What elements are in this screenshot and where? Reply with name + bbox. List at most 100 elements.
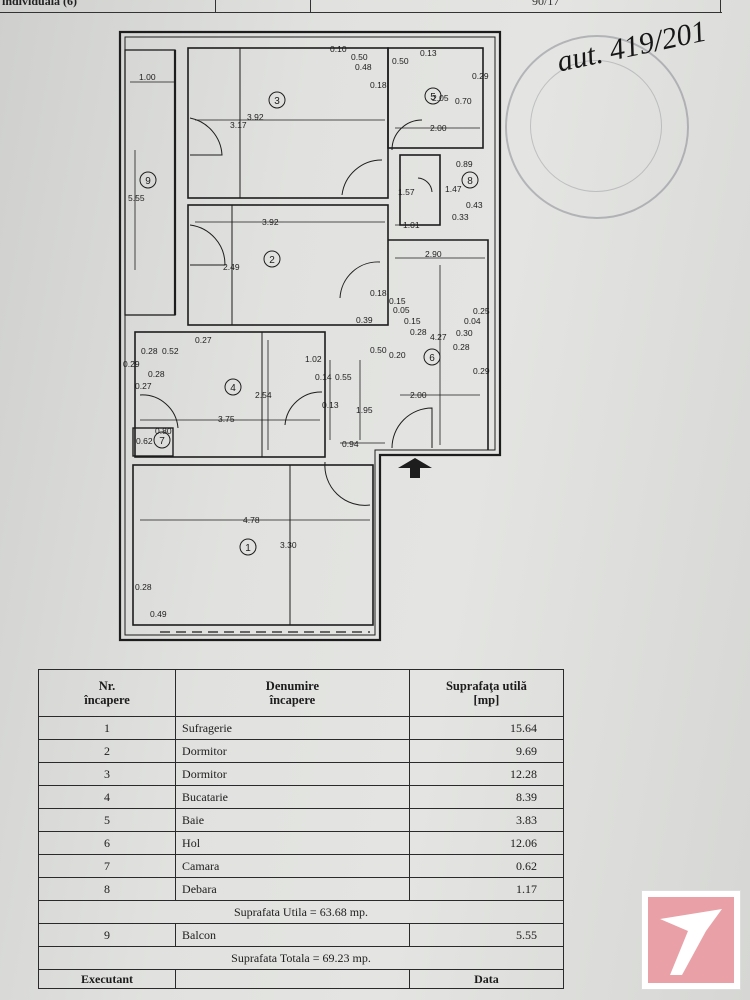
room-number-2: 2 <box>269 255 275 266</box>
dim-label: 4.27 <box>430 332 447 342</box>
dim-label: 0.62 <box>136 436 153 446</box>
dim-label: 0.10 <box>330 44 347 54</box>
dim-label: 0.50 <box>370 345 387 355</box>
dim-label: 1.95 <box>356 405 373 415</box>
dim-label: 0.18 <box>370 80 387 90</box>
door-arc <box>324 461 371 506</box>
room-number-9: 9 <box>145 176 151 187</box>
door-arc <box>139 394 179 429</box>
dim-label: 0.28 <box>141 346 158 356</box>
dim-label: 3.92 <box>247 112 264 122</box>
door-arc <box>341 159 383 196</box>
dim-label: 0.33 <box>452 212 469 222</box>
dim-label: 2.54 <box>255 390 272 400</box>
room-4-outline <box>134 331 326 458</box>
dim-label: 2.05 <box>432 93 449 103</box>
dim-label: 0.13 <box>420 48 437 58</box>
dim-label: 1.00 <box>139 72 156 82</box>
official-stamp <box>505 35 689 219</box>
top-form-strip: individuala (6) 90/17 <box>0 0 722 13</box>
dim-label: 0.05 <box>393 305 410 315</box>
dim-label: 0.39 <box>356 315 373 325</box>
dim-label: 0.15 <box>389 296 406 306</box>
dim-label: 3.75 <box>218 414 235 424</box>
dim-label: 3.92 <box>262 217 279 227</box>
door-arc <box>339 261 381 299</box>
door-arc <box>284 391 323 426</box>
dim-label: 2.90 <box>425 249 442 259</box>
dim-label: 4.78 <box>243 515 260 525</box>
dim-label: 0.27 <box>135 381 152 391</box>
dim-label: 0.29 <box>472 71 489 81</box>
signature-row: Executant Data <box>37 969 565 989</box>
total-area-row: Suprafata Totala = 69.23 mp. <box>38 946 564 970</box>
dim-label: 0.15 <box>404 316 421 326</box>
door-arc <box>391 119 423 151</box>
dim-label: 0.28 <box>148 369 165 379</box>
dim-label: 0.50 <box>392 56 409 66</box>
dim-label: 0.29 <box>473 366 490 376</box>
room-number-6: 6 <box>429 353 435 364</box>
room-number-3: 3 <box>274 96 280 107</box>
dim-label: 1.47 <box>445 184 462 194</box>
dim-label: 1.01 <box>403 220 420 230</box>
dim-label: 0.13 <box>322 400 339 410</box>
room-number-7: 7 <box>159 436 165 447</box>
dim-label: 1.02 <box>305 354 322 364</box>
dim-label: 3.17 <box>230 120 247 130</box>
room-number-8: 8 <box>467 176 473 187</box>
room-2-outline <box>187 204 389 326</box>
room-7-outline <box>132 427 174 457</box>
top-form-divider <box>215 0 216 12</box>
dim-label: 5.55 <box>128 193 145 203</box>
dim-label: 3.30 <box>280 540 297 550</box>
dim-label: 0.89 <box>456 159 473 169</box>
dim-label: 0.28 <box>410 327 427 337</box>
dim-label: 0.28 <box>453 342 470 352</box>
dim-label: 0.14 <box>315 372 332 382</box>
dim-label: 0.28 <box>135 582 152 592</box>
room-number-4: 4 <box>230 383 236 394</box>
hall-outline <box>388 239 489 450</box>
logo-mark-icon <box>648 897 734 983</box>
room-1-outline <box>132 464 374 626</box>
dim-label: 0.48 <box>355 62 372 72</box>
dim-label: 0.25 <box>473 306 490 316</box>
dim-label: 2.49 <box>223 262 240 272</box>
door-arc <box>391 407 433 449</box>
dim-label: 0.50 <box>351 52 368 62</box>
floor-plan: 3 2 5 6 4 7 8 9 1 1.00 3.17 3.92 5.55 3.… <box>118 30 502 642</box>
agency-logo <box>641 890 741 990</box>
dim-label: 0.43 <box>466 200 483 210</box>
dim-label: 0.18 <box>370 288 387 298</box>
dim-label: 0.80 <box>155 426 172 436</box>
entrance-arrow-icon <box>398 458 432 478</box>
dim-label: 0.29 <box>123 359 140 369</box>
header-area: Suprafaţa utilă[mp] <box>408 669 565 717</box>
dim-label: 0.94 <box>342 439 359 449</box>
room-number-1: 1 <box>245 543 251 554</box>
usable-area-total-row: Suprafata Utila = 63.68 mp. <box>38 900 564 924</box>
dim-label: 0.70 <box>455 96 472 106</box>
room-number-5: 5 <box>430 92 436 103</box>
header-nr: Nr.încapere <box>37 669 177 717</box>
dim-label: 0.52 <box>162 346 179 356</box>
top-form-divider <box>720 0 721 12</box>
dim-label: 1.57 <box>398 187 415 197</box>
dimension-labels: 1.00 3.17 3.92 5.55 3.92 2.49 2.00 1.57 … <box>123 44 490 619</box>
dim-label: 2.00 <box>430 123 447 133</box>
dim-label: 0.30 <box>456 328 473 338</box>
